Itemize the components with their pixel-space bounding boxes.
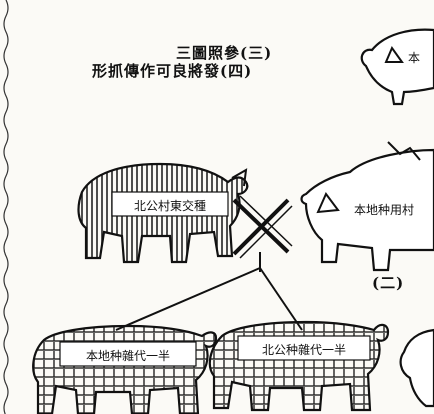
left-margin-line	[3, 0, 9, 414]
pig-left-parent	[77, 162, 249, 264]
pig-right-parent	[300, 141, 434, 272]
cross-mark	[232, 195, 293, 259]
offspring-left-label: 本地种雜代一半	[86, 348, 170, 363]
pig-partial-bottom-right	[399, 328, 434, 408]
pig-offspring-left	[32, 324, 218, 414]
top-right-pig-label: 本	[408, 51, 420, 65]
lineage-line-left	[115, 267, 261, 331]
caption-line-2: 形抓傳作可良將發(四)	[92, 62, 253, 80]
pig-offspring-right	[208, 320, 390, 412]
caption-line-1: 三圖照參(三)	[176, 44, 273, 62]
lineage-line-right	[259, 267, 303, 331]
offspring-right-label: 北公种雜代一半	[262, 342, 346, 357]
pig-right-label: 本地种用村	[354, 203, 414, 217]
figure-number-2: (二)	[372, 274, 405, 292]
pig-top-right	[360, 28, 434, 106]
pig-left-label: 北公村東交種	[134, 198, 206, 213]
